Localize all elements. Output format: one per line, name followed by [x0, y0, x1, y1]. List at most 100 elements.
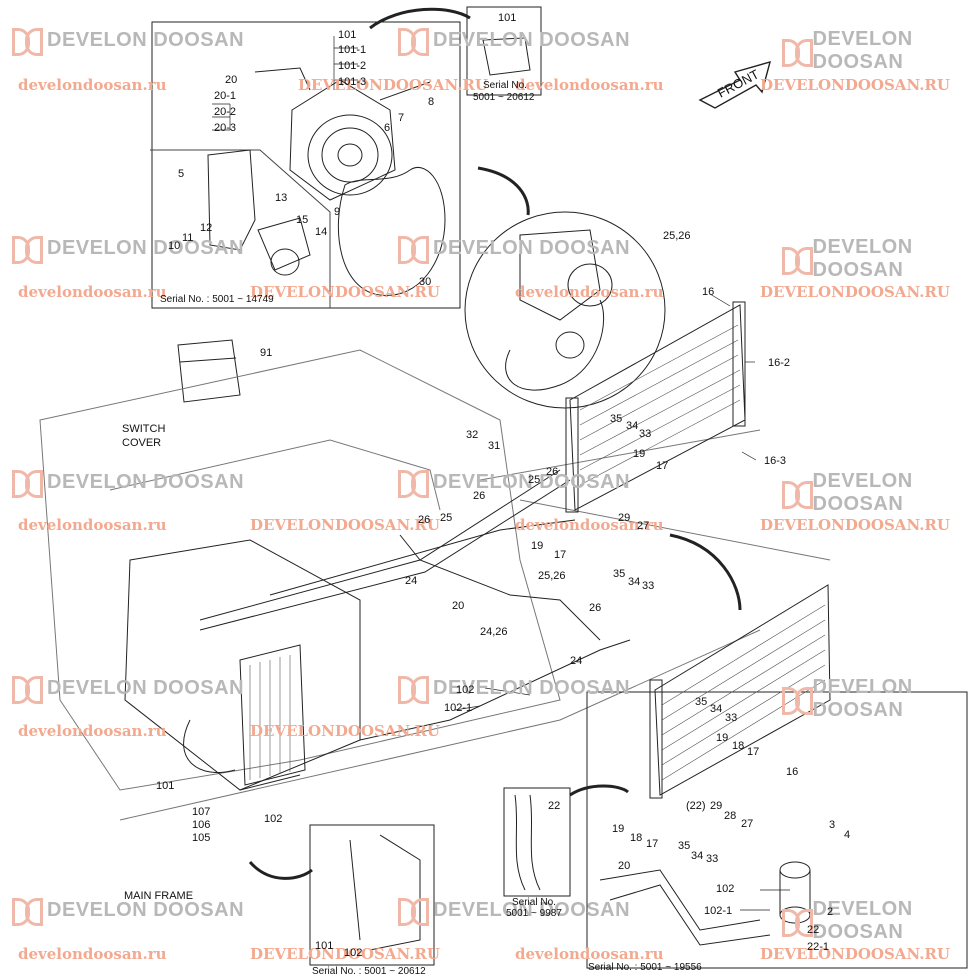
serial-middle-range: 5001 ~ 9987: [506, 908, 562, 919]
part-label: 20-3: [214, 122, 237, 134]
develon-logo-icon: [12, 28, 43, 56]
part-label: 26: [418, 514, 431, 526]
part-label: 31: [488, 440, 501, 452]
part-label: 29: [710, 800, 723, 812]
part-label: 24: [570, 655, 583, 667]
part-label: 34: [628, 576, 641, 588]
part-label: 17: [554, 549, 567, 561]
part-label: 22: [807, 924, 820, 936]
part-label: 17: [646, 838, 659, 850]
watermark-logo: DEVELON DOOSAN: [12, 898, 244, 926]
part-label: 16-3: [764, 455, 787, 467]
serial-box-middle: [503, 787, 571, 897]
watermark-logo: DEVELON DOOSAN: [398, 676, 630, 704]
part-label: 20-2: [214, 106, 237, 118]
part-label: 15: [296, 214, 309, 226]
part-label: 102: [716, 883, 735, 895]
watermark-url: DEVELONDOOSAN.RU: [298, 76, 488, 94]
part-label: 101-3: [338, 76, 367, 88]
watermark-url: develondoosan.ru: [18, 516, 167, 534]
develon-logo-icon: [12, 470, 43, 498]
watermark-url: DEVELONDOOSAN.RU: [250, 516, 440, 534]
part-label: 101: [498, 12, 517, 24]
part-label: 30: [419, 276, 432, 288]
part-label: 9: [334, 206, 341, 218]
part-label: 101-2: [338, 60, 367, 72]
watermark-url: develondoosan.ru: [18, 722, 167, 740]
part-label: 18: [732, 740, 745, 752]
serial-middle-title: Serial No.: [512, 897, 556, 908]
develon-logo-icon: [782, 909, 813, 937]
part-label: 34: [710, 703, 723, 715]
part-label: 19: [531, 540, 544, 552]
watermark-url: develondoosan.ru: [515, 516, 664, 534]
part-label: 33: [642, 580, 655, 592]
watermark-url: develondoosan.ru: [515, 76, 664, 94]
switch-cover-caption: SWITCH COVER: [122, 423, 166, 449]
mount-bracket: [207, 149, 256, 251]
watermark-url: DEVELONDOOSAN.RU: [760, 945, 950, 963]
part-label: 102-1: [444, 702, 473, 714]
part-label: 3: [829, 819, 836, 831]
front-arrow: [698, 60, 771, 109]
main-frame-outline: [39, 349, 561, 791]
part-label: 102: [456, 684, 475, 696]
watermark-url: DEVELONDOOSAN.RU: [250, 945, 440, 963]
part-label: 19: [633, 448, 646, 460]
part-label: 106: [192, 819, 211, 831]
part-label: 4: [844, 829, 851, 841]
part-label: 28: [724, 810, 737, 822]
part-label: 20: [452, 600, 465, 612]
part-label: 20-1: [214, 90, 237, 102]
belt-detail-circle: [464, 211, 666, 409]
part-label: 26: [589, 602, 602, 614]
watermark-url: DEVELONDOOSAN.RU: [760, 516, 950, 534]
part-label: 25: [440, 512, 453, 524]
serial-box-bottom-right: [586, 691, 968, 969]
part-label: 6: [384, 122, 391, 134]
serial-top-title: Serial No.: [483, 80, 527, 91]
main-frame-caption: MAIN FRAME: [124, 890, 194, 902]
part-label: 12: [200, 222, 213, 234]
develon-logo-icon: [12, 898, 43, 926]
part-label: 101: [156, 780, 175, 792]
develon-logo-icon: [398, 236, 429, 264]
develon-logo-icon: [782, 247, 813, 275]
watermark-logo: DEVELON DOOSAN: [782, 898, 980, 944]
part-label: 33: [725, 712, 738, 724]
watermark-logo: DEVELON DOOSAN: [782, 236, 980, 282]
develon-logo-icon: [12, 676, 43, 704]
part-label: 33: [639, 428, 652, 440]
switch-panel: [177, 339, 241, 403]
part-label: 35: [613, 568, 626, 580]
drive-belt: [337, 167, 446, 296]
condenser-lower: [654, 584, 831, 796]
part-label: 102: [264, 813, 283, 825]
part-label: 22-1: [807, 941, 830, 953]
part-label: 105: [192, 832, 211, 844]
hvac-unit: [124, 539, 361, 791]
develon-logo-icon: [398, 28, 429, 56]
part-label: 25,26: [663, 230, 691, 242]
serial-compressor: Serial No. : 5001 ~ 14749: [160, 294, 274, 305]
compressor-pulley: [307, 114, 393, 196]
part-label: 18: [630, 832, 643, 844]
part-label: 11: [182, 232, 194, 244]
part-label: 27: [741, 818, 754, 830]
part-label: 17: [656, 460, 669, 472]
part-label: 26: [473, 490, 486, 502]
part-label: 17: [747, 746, 760, 758]
part-label: 102: [344, 947, 363, 959]
develon-logo-icon: [782, 687, 813, 715]
part-label: 20: [225, 74, 238, 86]
watermark-url: develondoosan.ru: [18, 945, 167, 963]
part-label: 24: [405, 575, 418, 587]
watermark-url: develondoosan.ru: [18, 283, 167, 301]
part-label: 34: [691, 850, 704, 862]
watermark-logo: DEVELON DOOSAN: [782, 676, 980, 722]
watermark-url: DEVELONDOOSAN.RU: [250, 722, 440, 740]
watermark-logo: DEVELON DOOSAN: [398, 236, 630, 264]
develon-logo-icon: [12, 236, 43, 264]
